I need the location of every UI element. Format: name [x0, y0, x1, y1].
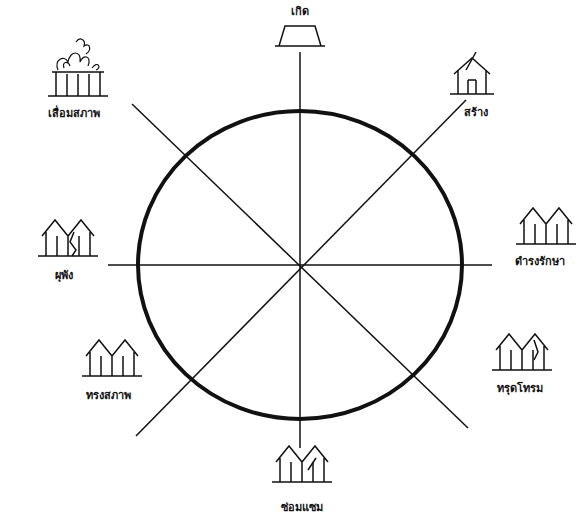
house-icon [38, 220, 98, 256]
house-icon [492, 334, 552, 370]
house-icon [516, 208, 576, 244]
stage-label: เสื่อมสภาพ [46, 107, 102, 120]
cycle-ring [138, 111, 462, 419]
stage-label: เกิด [289, 5, 311, 18]
stage-label: ทรงสภาพ [84, 389, 133, 402]
house-icon [450, 52, 494, 94]
house-icon [272, 446, 332, 482]
house-icon [48, 39, 108, 96]
house-icon [82, 340, 142, 376]
spoke-lines [108, 52, 492, 448]
stage-label: ซ่อมแซม [279, 501, 325, 514]
stage-label: ผุพัง [53, 269, 75, 282]
stage-label: สร้าง [462, 106, 490, 119]
stage-label: ทรุดโทรม [495, 382, 545, 395]
foundation-icon [275, 26, 325, 46]
stage-label: ดำรงรักษา [513, 255, 567, 268]
